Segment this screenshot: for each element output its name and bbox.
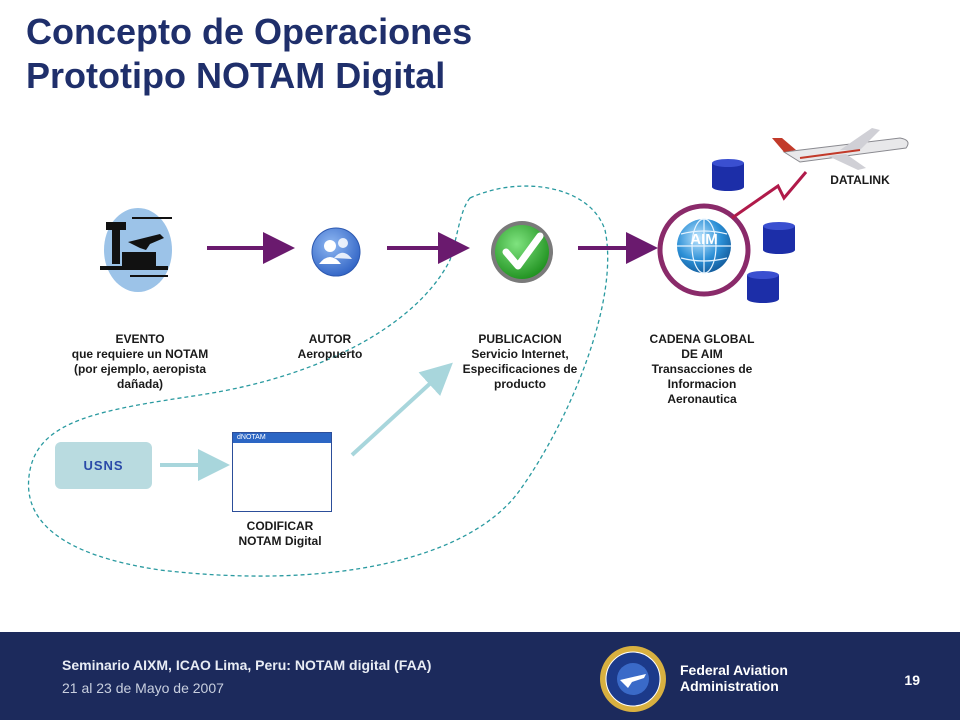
airport-tower-icon (100, 208, 172, 292)
globe-icon (657, 203, 751, 297)
codificar-label: CODIFICAR NOTAM Digital (238, 519, 322, 548)
slide-title: Concepto de Operaciones Prototipo NOTAM … (26, 10, 726, 98)
faa-seal-icon (600, 646, 666, 712)
page-number: 19 (904, 672, 920, 688)
database-icon (747, 271, 779, 303)
autor-label: AUTOR Aeropuerto (297, 332, 363, 361)
footer-date: 21 al 23 de Mayo de 2007 (62, 680, 224, 696)
aim-badge: AIM (690, 231, 718, 248)
faa-name: Federal Aviation Administration (680, 662, 788, 694)
footer-seminar: Seminario AIXM, ICAO Lima, Peru: NOTAM d… (62, 657, 432, 673)
datalink-label: DATALINK (830, 173, 890, 187)
cadena-label: CADENA GLOBAL DE AIM Transacciones de In… (649, 332, 755, 406)
footer-bar (0, 632, 960, 720)
dnotam-window: dNOTAM (232, 432, 332, 512)
evento-label: EVENTO que requiere un NOTAM (por ejempl… (71, 332, 209, 391)
usns-box: USNS (55, 442, 152, 489)
concept-diagram (28, 128, 909, 577)
database-icon (712, 159, 744, 191)
database-icon (763, 222, 795, 254)
checkmark-icon (491, 221, 553, 283)
users-icon (311, 227, 361, 277)
title-line-2: Prototipo NOTAM Digital (26, 55, 446, 96)
publicacion-label: PUBLICACION Servicio Internet, Especific… (462, 332, 578, 391)
arrow-codificar-publicacion (350, 362, 453, 457)
airplane-icon (772, 128, 909, 170)
dashed-process-boundary (28, 185, 609, 577)
dnotam-window-title: dNOTAM (233, 433, 331, 443)
datalink-signal (731, 171, 808, 220)
title-line-1: Concepto de Operaciones (26, 11, 473, 52)
